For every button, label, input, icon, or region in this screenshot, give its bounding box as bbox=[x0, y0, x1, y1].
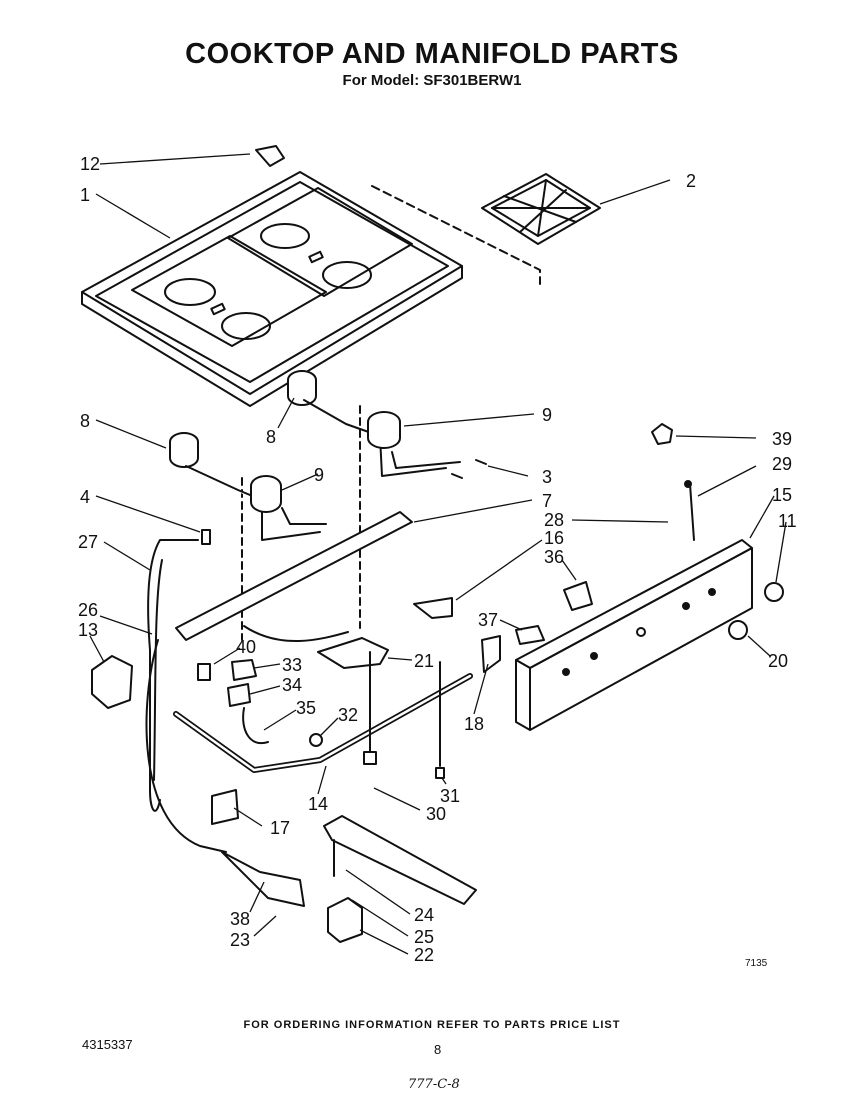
callout-31: 31 bbox=[440, 786, 460, 806]
ordering-note: FOR ORDERING INFORMATION REFER TO PARTS … bbox=[243, 1019, 621, 1031]
callout-18: 18 bbox=[464, 714, 484, 734]
callout-30: 30 bbox=[426, 804, 446, 824]
callout-4: 4 bbox=[80, 487, 90, 507]
callout-9-right: 9 bbox=[542, 405, 552, 425]
callout-36: 36 bbox=[544, 547, 564, 567]
callout-7: 7 bbox=[542, 491, 552, 511]
callout-33: 33 bbox=[282, 655, 302, 675]
callout-13: 13 bbox=[78, 620, 98, 640]
callout-3: 3 bbox=[542, 467, 552, 487]
control-panel-part bbox=[515, 539, 753, 731]
cooktop-part bbox=[81, 171, 463, 407]
callout-23: 23 bbox=[230, 930, 250, 950]
bracket-part bbox=[175, 511, 413, 641]
callout-39: 39 bbox=[772, 429, 792, 449]
callout-12: 12 bbox=[80, 154, 100, 174]
callout-9-left: 9 bbox=[314, 465, 324, 485]
page-number: 8 bbox=[434, 1042, 442, 1057]
oven-burner-part bbox=[323, 815, 477, 905]
callout-8-right: 8 bbox=[266, 427, 276, 447]
callout-34: 34 bbox=[282, 675, 302, 695]
clip-part bbox=[255, 145, 285, 167]
callout-8-left: 8 bbox=[80, 411, 90, 431]
handwritten-code: 777-C-8 bbox=[408, 1077, 460, 1092]
callout-38: 38 bbox=[230, 909, 250, 929]
callout-27: 27 bbox=[78, 532, 98, 552]
callout-32: 32 bbox=[338, 705, 358, 725]
callout-25: 25 bbox=[414, 927, 434, 947]
callout-40: 40 bbox=[236, 637, 256, 657]
callout-28: 28 bbox=[544, 510, 564, 530]
callout-22: 22 bbox=[414, 945, 434, 965]
callout-1: 1 bbox=[80, 185, 90, 205]
callout-2: 2 bbox=[686, 171, 696, 191]
callout-17: 17 bbox=[270, 818, 290, 838]
model-subtitle: For Model: SF301BERW1 bbox=[342, 72, 522, 89]
callout-11: 11 bbox=[778, 511, 797, 531]
burner-assembly-left bbox=[169, 432, 327, 541]
burner-assembly-right bbox=[287, 370, 461, 477]
knob-part bbox=[764, 582, 784, 602]
callout-24: 24 bbox=[414, 905, 434, 925]
callout-26: 26 bbox=[78, 600, 98, 620]
callout-37: 37 bbox=[478, 610, 498, 630]
callout-29: 29 bbox=[772, 454, 792, 474]
callout-21: 21 bbox=[414, 651, 434, 671]
callout-16: 16 bbox=[544, 528, 564, 548]
callout-14: 14 bbox=[308, 794, 328, 814]
page-title: COOKTOP AND MANIFOLD PARTS bbox=[185, 38, 679, 70]
callout-20: 20 bbox=[768, 651, 788, 671]
callout-35: 35 bbox=[296, 698, 316, 718]
valve-part bbox=[91, 655, 133, 709]
figure-code: 7135 bbox=[745, 958, 768, 969]
callout-15: 15 bbox=[772, 485, 792, 505]
grate-part bbox=[481, 173, 601, 245]
document-number: 4315337 bbox=[82, 1037, 133, 1052]
